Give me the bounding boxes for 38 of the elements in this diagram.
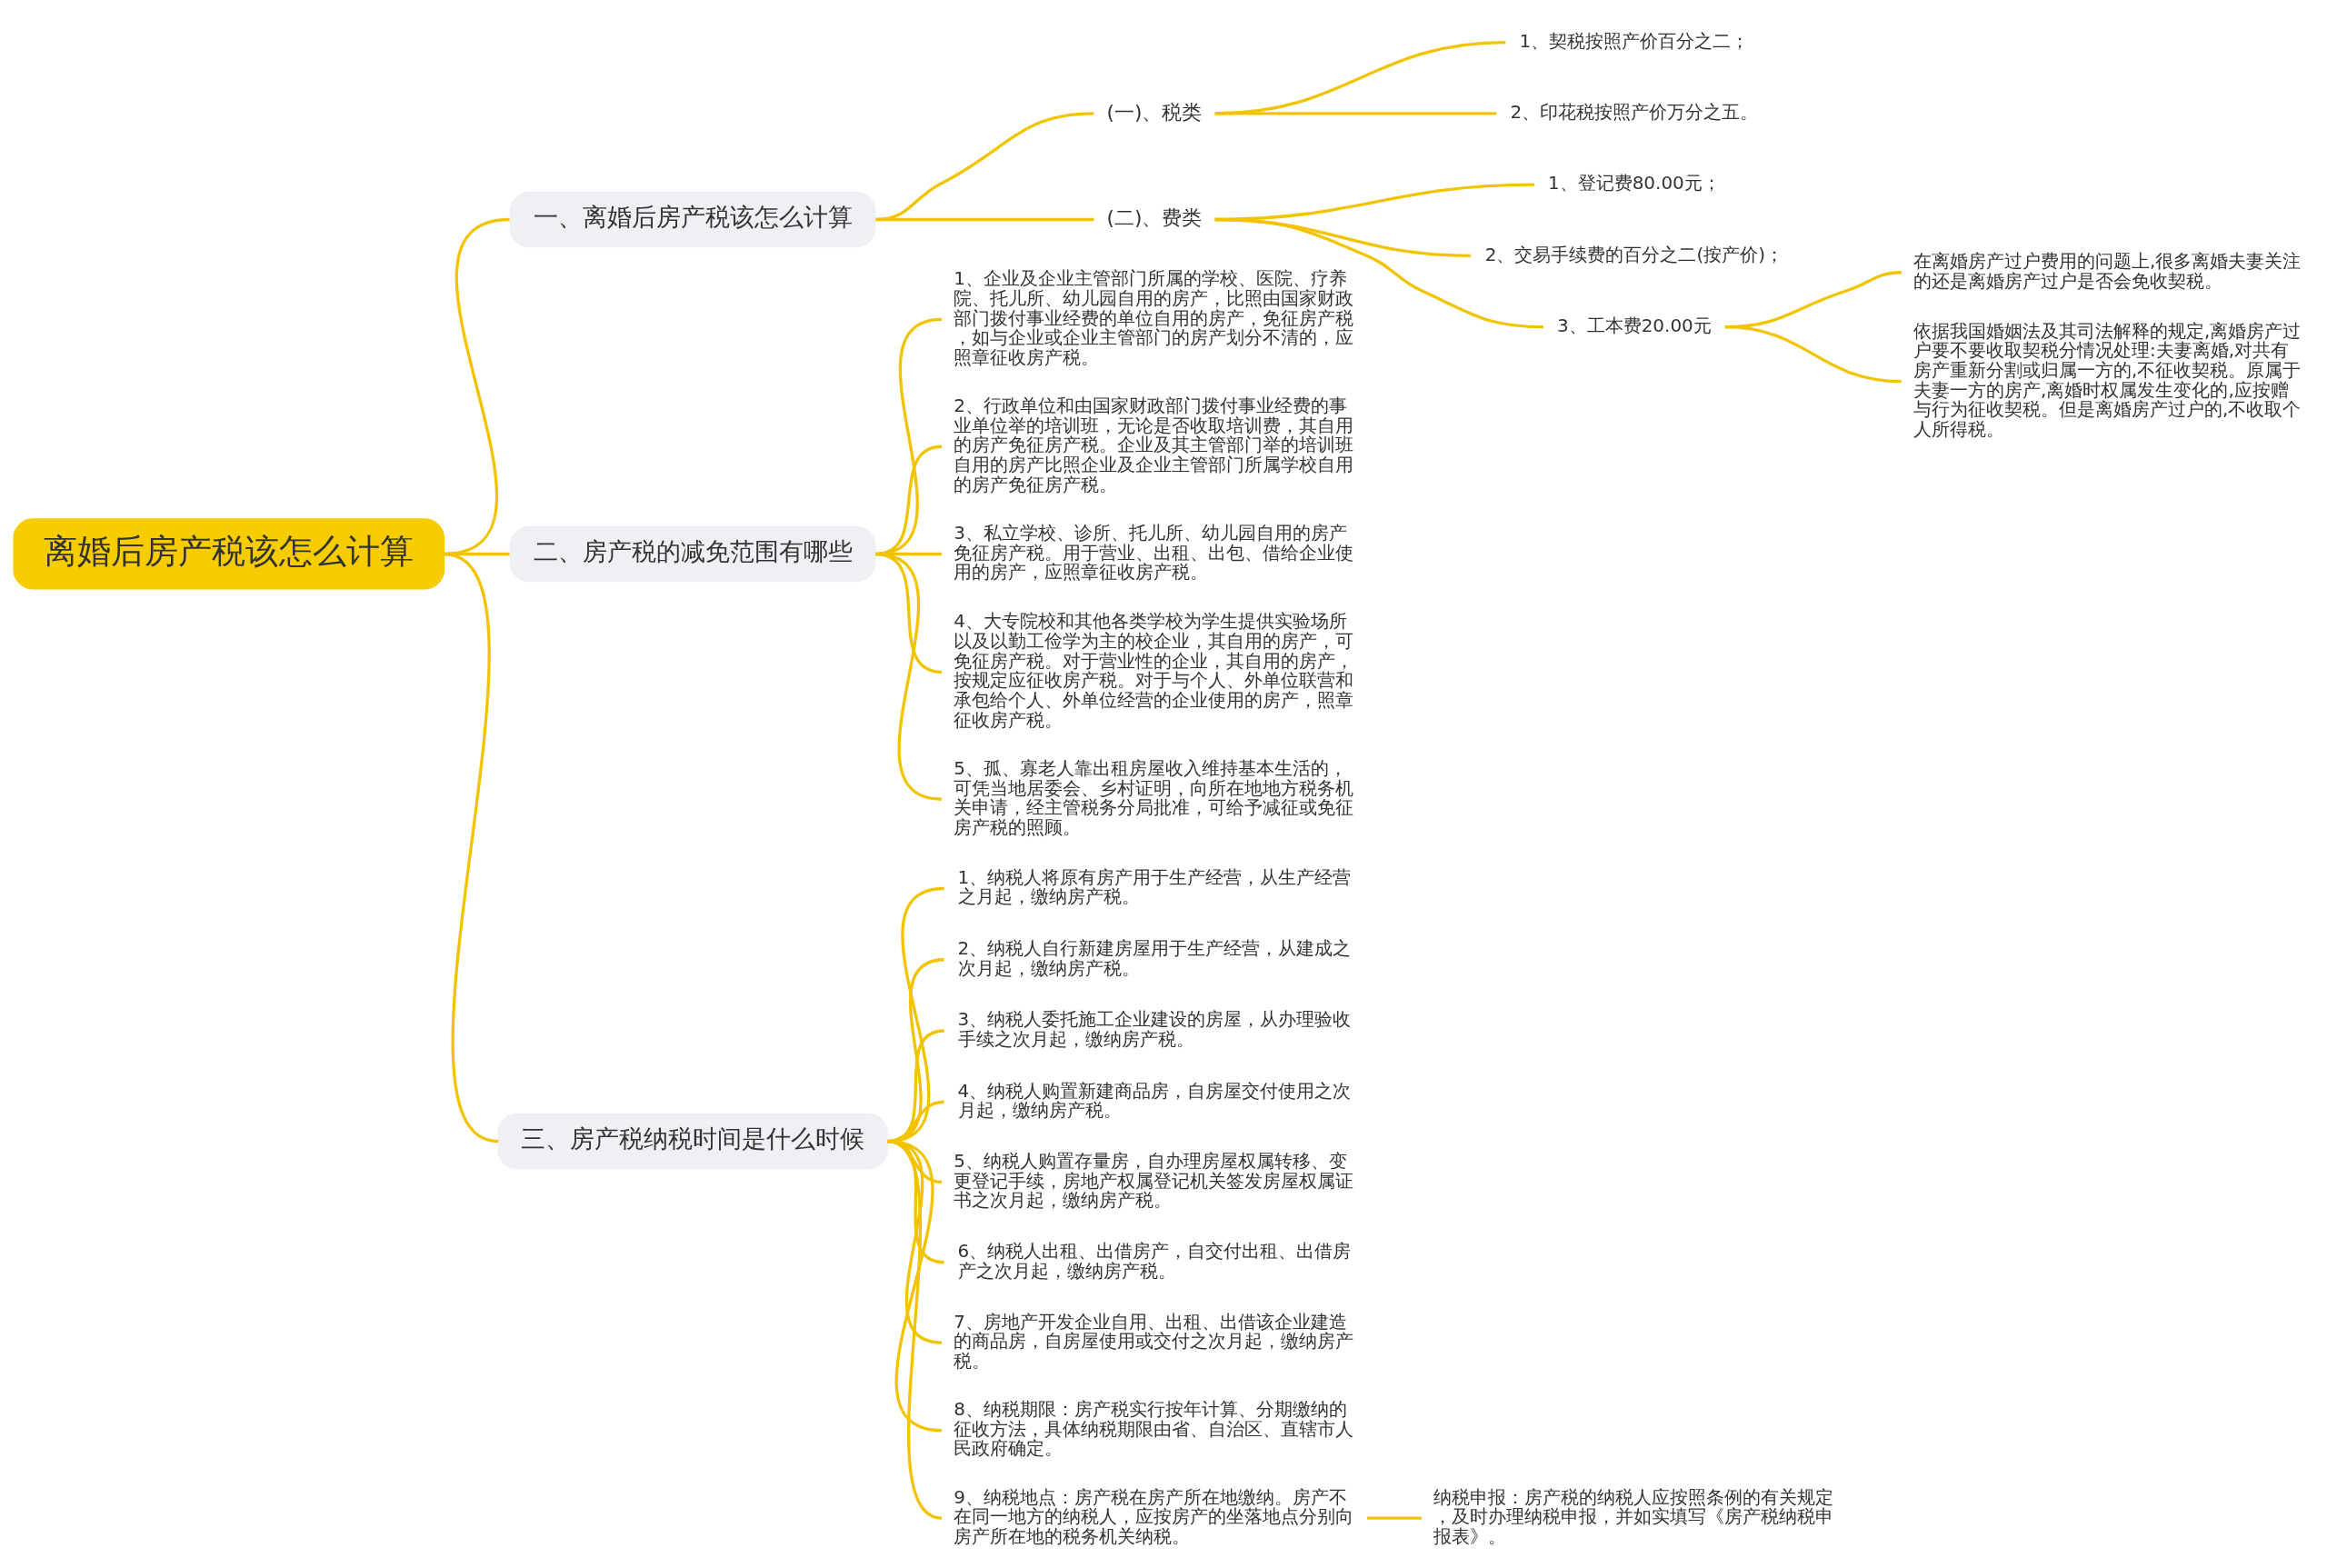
connector — [1214, 40, 1506, 115]
node-text: 3、私立学校、诊所、托儿所、幼儿园自用的房产免征房产税。用于营业、出租、出包、借给企业使用的房产，应照章征收房产税。 — [954, 521, 1354, 583]
connector — [875, 217, 1094, 221]
node-text: 2、印花税按照产价万分之五。 — [1510, 100, 1759, 123]
node-text: (二)、费类 — [1106, 205, 1203, 229]
node-text: 4、纳税人购置新建商品房，自房屋交付使用之次月起，缴纳房产税。 — [957, 1079, 1352, 1121]
node-box: 离婚后房产税该怎么计算 — [13, 517, 445, 590]
node-text: 3、纳税人委托施工企业建设的房屋，从办理验收手续之次月起，缴纳房产税。 — [957, 1007, 1352, 1050]
node-text: 5、纳税人购置存量房，自办理房屋权属转移、变更登记手续，房地产权属登记机关签发房屋权属证书之次月起，缴纳房产税。 — [954, 1149, 1354, 1211]
node-text: 5、孤、寡老人靠出租房屋收入维持基本生活的，可凭当地居委会、乡村证明，向所在地地方税务机关申请，经主管税务分局批准，可给予减征或免征房产税的照顾。 — [954, 756, 1354, 838]
node-box: 一、离婚后房产税该怎么计算 — [509, 191, 876, 247]
node-text: 6、纳税人出租、出借房产，自交付出租、出借房产之次月起，缴纳房产税。 — [957, 1239, 1352, 1282]
node-text: 4、大专院校和其他各类学校为学生提供实验场所以及以勤工俭学为主的校企业，其自用的房产，可免征房产税。对于营业性的企业，其自用的房产，按规定应征收房产税。对于与个人、外单位联营和承包给个人、外单位经营的企业使用的房产，照章征收房产税。 — [954, 609, 1354, 731]
node-text: 9、纳税地点：房产税在房产所在地缴纳。房产不在同一地方的纳税人，应按房产的坐落地点分别向房产所在地的税务机关纳税。 — [954, 1485, 1354, 1547]
node-text: 在离婚房产过户费用的问题上,很多离婚夫妻关注的还是离婚房产过户是否会免收契税。 — [1913, 249, 2302, 292]
connector — [875, 552, 943, 801]
node-box: 三、房产税纳税时间是什么时候 — [497, 1113, 888, 1169]
node-text: 纳税申报：房产税的纳税人应按照条例的有关规定，及时办理纳税申报，并如实填写《房产税纳税申报表》。 — [1433, 1485, 1834, 1547]
connector — [1724, 325, 1902, 383]
node-text: (一)、税类 — [1106, 100, 1203, 124]
connector — [443, 552, 499, 1143]
node-text: 1、纳税人将原有房产用于生产经营，从生产经营之月起，缴纳房产税。 — [957, 865, 1352, 907]
connector — [886, 1139, 943, 1520]
node-text: 1、登记费80.00元； — [1547, 171, 1721, 194]
node-text: 2、纳税人自行新建房屋用于生产经营，从建成之次月起，缴纳房产税。 — [957, 936, 1352, 979]
node-text: 1、企业及企业主管部门所属的学校、医院、疗养院、托儿所、幼儿园自用的房产，比照由国家财政部门拨付事业经费的单位自用的房产，免征房产税，如与企业或企业主管部门的房产划分不清的，应照章征收房产税。 — [954, 266, 1354, 368]
node-text: 3、工本费20.00元 — [1556, 314, 1712, 336]
node-text: 8、纳税期限：房产税实行按年计算、分期缴纳的征收方法，具体纳税期限由省、自治区、直辖市人民政府确定。 — [954, 1397, 1354, 1459]
node-text: 依据我国婚姻法及其司法解释的规定,离婚房产过户要不要收取契税分情况处理:夫妻离婚,对共有房产重新分割或归属一方的,不征收契税。原属于夫妻一方的房产,离婚时权属发生变化的,应按赠与行为征收契税。但是离婚房产过户的,不收取个人所得税。 — [1913, 319, 2302, 440]
node-text: 2、行政单位和由国家财政部门拨付事业经费的事业单位举的培训班，无论是否收取培训费，其自用的房产免征房产税。企业及其主管部门举的培训班自用的房产比照企业及企业主管部门所属学校自用的房产免征房产税。 — [954, 394, 1354, 495]
connector — [875, 111, 1094, 221]
connector — [1366, 1516, 1422, 1520]
node-text: 2、交易手续费的百分之二(按产价)； — [1484, 243, 1784, 265]
node-text: 7、房地产开发企业自用、出租、出借该企业建造的商品房，自房屋使用或交付之次月起，缴纳房产税。 — [954, 1310, 1354, 1372]
connector — [1214, 217, 1543, 328]
node-text: 1、契税按照产价百分之二； — [1519, 29, 1750, 52]
node-box: 二、房产税的减免范围有哪些 — [509, 525, 876, 582]
connector — [1214, 111, 1497, 115]
